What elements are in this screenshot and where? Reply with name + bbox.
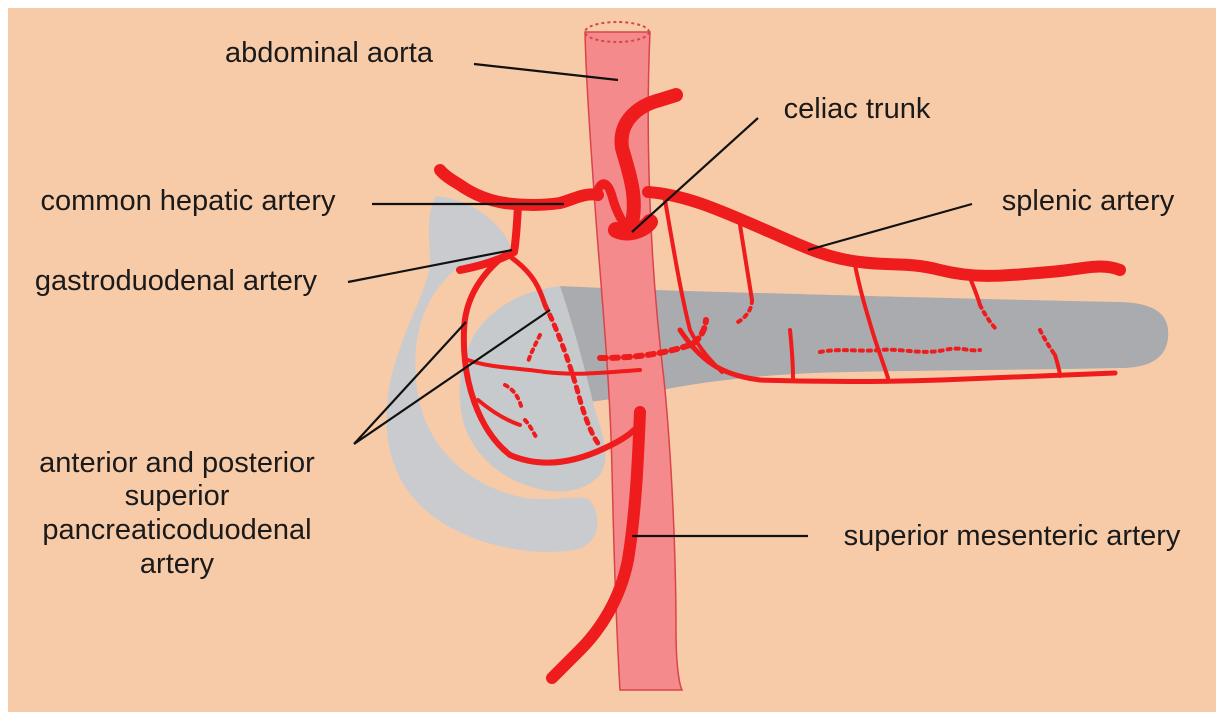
label-pd-line-1: anterior and posterior xyxy=(39,447,315,479)
label-abdominal-aorta: abdominal aorta xyxy=(225,37,434,69)
label-common-hepatic-artery: common hepatic artery xyxy=(41,185,336,217)
label-splenic-artery: splenic artery xyxy=(1002,185,1175,217)
label-pd-line-2: superior xyxy=(125,480,230,512)
label-pd-line-3: pancreaticoduodenal xyxy=(42,514,311,546)
label-celiac-trunk: celiac trunk xyxy=(784,93,931,125)
label-superior-mesenteric-artery: superior mesenteric artery xyxy=(844,520,1181,552)
label-gastroduodenal-artery: gastroduodenal artery xyxy=(35,265,318,297)
label-pd-line-4: artery xyxy=(140,548,215,580)
